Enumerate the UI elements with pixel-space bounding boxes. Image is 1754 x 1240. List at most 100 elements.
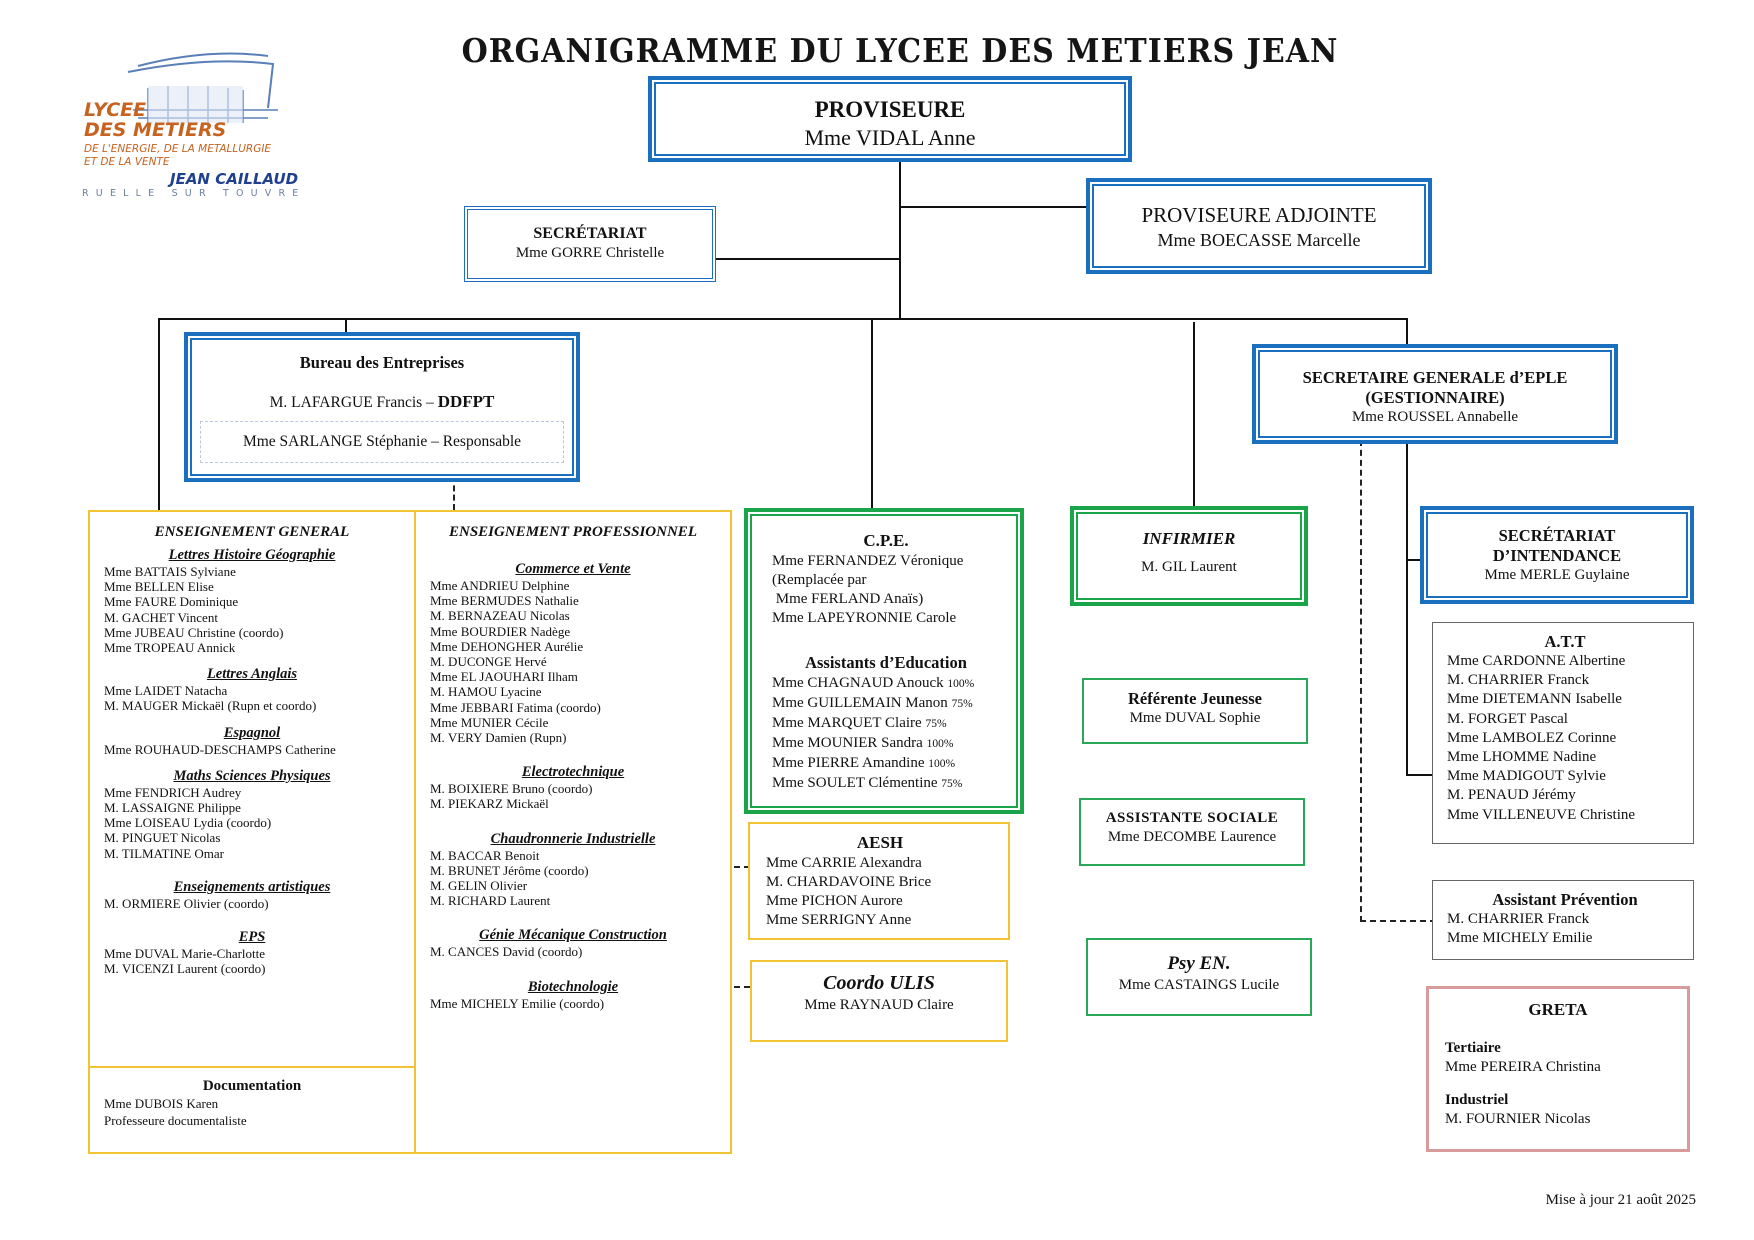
- assistants-education-members: Mme CHAGNAUD Anouck 100%Mme GUILLEMAIN M…: [772, 674, 1000, 794]
- department-title: Electrotechnique: [521, 764, 625, 781]
- proviseure-adjointe-title: PROVISEURE ADJOINTE: [1141, 203, 1377, 227]
- assistant-education-member: Mme MARQUET Claire 75%: [772, 714, 1000, 734]
- att-member: Mme VILLENEUVE Christine: [1447, 806, 1636, 823]
- building-outline-icon: [127, 52, 278, 123]
- assistant-education-member: Mme SOULET Clémentine 75%: [772, 774, 1000, 794]
- staff-member: Mme MICHELY Emilie (coordo): [430, 995, 605, 1011]
- att-member: Mme LAMBOLEZ Corinne: [1447, 729, 1617, 746]
- assistant-education-member: Mme MOUNIER Sandra 100%: [772, 734, 1000, 754]
- att-member: Mme LHOMME Nadine: [1447, 749, 1597, 766]
- department-title: Génie Mécanique Construction: [479, 927, 667, 944]
- staff-member: Mme LAIDET Natacha: [104, 683, 228, 699]
- documentation-role: Professeure documentaliste: [104, 1112, 247, 1128]
- connector: [1406, 559, 1430, 561]
- secretariat-title: SECRÉTARIAT: [533, 225, 647, 242]
- staff-member: M. PIEKARZ Mickaël: [430, 796, 549, 812]
- proviseure-box: PROVISEURE Mme VIDAL Anne: [648, 76, 1132, 162]
- department-title: Maths Sciences Physiques: [173, 767, 331, 784]
- enseignement-professionnel-box: ENSEIGNEMENT PROFESSIONNEL Commerce et V…: [414, 510, 732, 1154]
- logo-line-ruelle: RUELLE SUR TOUVRE: [82, 188, 306, 199]
- staff-member: Mme BERMUDES Nathalie: [430, 593, 579, 609]
- staff-member: M. PINGUET Nicolas: [104, 830, 221, 846]
- staff-member: Mme ROUHAUD-DESCHAMPS Catherine: [104, 741, 336, 757]
- referente-jeunesse-box: Référente Jeunesse Mme DUVAL Sophie: [1082, 678, 1308, 744]
- aesh-member: Mme PICHON Aurore: [766, 893, 903, 909]
- greta-group-name: Mme PEREIRA Christina: [1445, 1059, 1601, 1075]
- assistant-prevention-title: Assistant Prévention: [1492, 890, 1638, 909]
- staff-member: M. MAUGER Mickaël (Rupn et coordo): [104, 698, 317, 714]
- secretariat-intendance-title-1: SECRÉTARIAT: [1498, 526, 1616, 545]
- staff-member: Mme FENDRICH Audrey: [104, 784, 242, 800]
- secretariat-intendance-name: Mme MERLE Guylaine: [1484, 567, 1630, 583]
- last-updated: Mise à jour 21 août 2025: [1545, 1192, 1696, 1208]
- referente-jeunesse-title: Référente Jeunesse: [1128, 689, 1262, 708]
- assistant-name: Mme MOUNIER Sandra: [772, 735, 927, 751]
- logo-line-jean-caillaud: JEAN CAILLAUD: [170, 170, 299, 188]
- assistant-name: Mme GUILLEMAIN Manon: [772, 695, 952, 711]
- staff-member: M. BACCAR Benoit: [430, 847, 540, 863]
- department-title: Enseignements artistiques: [173, 878, 331, 895]
- secretaire-generale-title-2: (GESTIONNAIRE): [1365, 388, 1505, 407]
- documentation-name: Mme DUBOIS Karen: [104, 1096, 219, 1111]
- assistant-education-member: Mme PIERRE Amandine 100%: [772, 754, 1000, 774]
- proviseure-name: Mme VIDAL Anne: [804, 125, 976, 150]
- greta-title: GRETA: [1528, 1000, 1588, 1019]
- staff-member: M. BRUNET Jérôme (coordo): [430, 862, 589, 878]
- connector: [899, 160, 901, 320]
- logo-line-lycee: LYCEE: [84, 99, 147, 121]
- secretariat-name: Mme GORRE Christelle: [515, 245, 665, 261]
- connector: [158, 318, 160, 512]
- aesh-title: AESH: [856, 833, 904, 852]
- ddfpt-name: M. LAFARGUE Francis –: [269, 394, 438, 411]
- connector: [1193, 322, 1195, 510]
- assistant-quota: 75%: [925, 718, 947, 730]
- connector: [900, 206, 1090, 208]
- cpe-member: Mme FERLAND Anaïs): [772, 591, 924, 607]
- logo-line-vente: ET DE LA VENTE: [84, 156, 170, 168]
- prevention-member: Mme MICHELY Emilie: [1447, 930, 1593, 947]
- dotted-connector: [453, 476, 455, 510]
- assistante-sociale-title: ASSISTANTE SOCIALE: [1105, 810, 1279, 826]
- ddfpt-line: M. LAFARGUE Francis – DDFPT: [200, 392, 564, 413]
- logo-line-des-metiers: DES METIERS: [84, 119, 227, 141]
- assistante-sociale-name: Mme DECOMBE Laurence: [1107, 829, 1277, 845]
- department-title: Chaudronnerie Industrielle: [490, 830, 656, 847]
- staff-member: Mme BOURDIER Nadège: [430, 623, 571, 639]
- enseignement-professionnel-title: ENSEIGNEMENT PROFESSIONNEL: [449, 524, 697, 540]
- proviseure-adjointe-name: Mme BOECASSE Marcelle: [1157, 230, 1361, 250]
- infirmier-box: INFIRMIER M. GIL Laurent: [1070, 506, 1308, 606]
- staff-member: Mme FAURE Dominique: [104, 594, 239, 610]
- greta-group-label: Industriel: [1445, 1092, 1509, 1108]
- department-title: Lettres Histoire Géographie: [168, 547, 336, 563]
- connector: [1406, 774, 1436, 776]
- connector: [1406, 440, 1408, 776]
- dotted-connector: [734, 986, 750, 988]
- secretaire-generale-name: Mme ROUSSEL Annabelle: [1351, 409, 1519, 425]
- att-member: M. CHARRIER Franck: [1447, 672, 1590, 689]
- connector: [871, 318, 873, 512]
- att-title: A.T.T: [1544, 632, 1586, 651]
- connector: [1406, 318, 1408, 348]
- prevention-member: M. CHARRIER Franck: [1447, 911, 1590, 927]
- staff-member: M. VICENZI Laurent (coordo): [104, 961, 266, 977]
- cpe-member: Mme FERNANDEZ Véronique: [772, 553, 964, 569]
- assistant-name: Mme CHAGNAUD Anouck: [772, 675, 948, 691]
- dotted-connector: [734, 866, 750, 868]
- assistant-education-member: Mme GUILLEMAIN Manon 75%: [772, 694, 1000, 714]
- assistante-sociale-box: ASSISTANTE SOCIALE Mme DECOMBE Laurence: [1079, 798, 1305, 866]
- staff-member: Mme BATTAIS Sylviane: [104, 564, 236, 579]
- assistant-name: Mme SOULET Clémentine: [772, 775, 942, 791]
- staff-member: Mme BELLEN Elise: [104, 579, 214, 595]
- att-member: Mme DIETEMANN Isabelle: [1447, 691, 1622, 708]
- staff-member: Mme DEHONGHER Aurélie: [430, 638, 584, 654]
